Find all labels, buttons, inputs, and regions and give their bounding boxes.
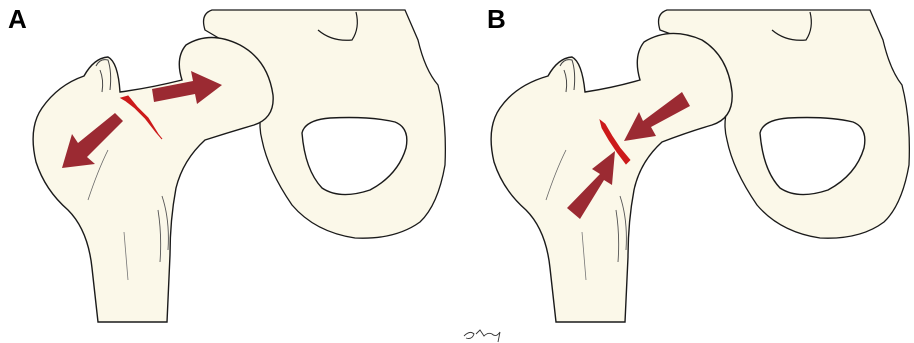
artist-signature: [464, 330, 500, 342]
panel-label-a: A: [8, 4, 27, 34]
panel-label-b: B: [487, 4, 506, 34]
panel-a: A: [8, 4, 445, 322]
panel-b: B: [487, 4, 909, 322]
femur-bone-a: [33, 38, 273, 323]
